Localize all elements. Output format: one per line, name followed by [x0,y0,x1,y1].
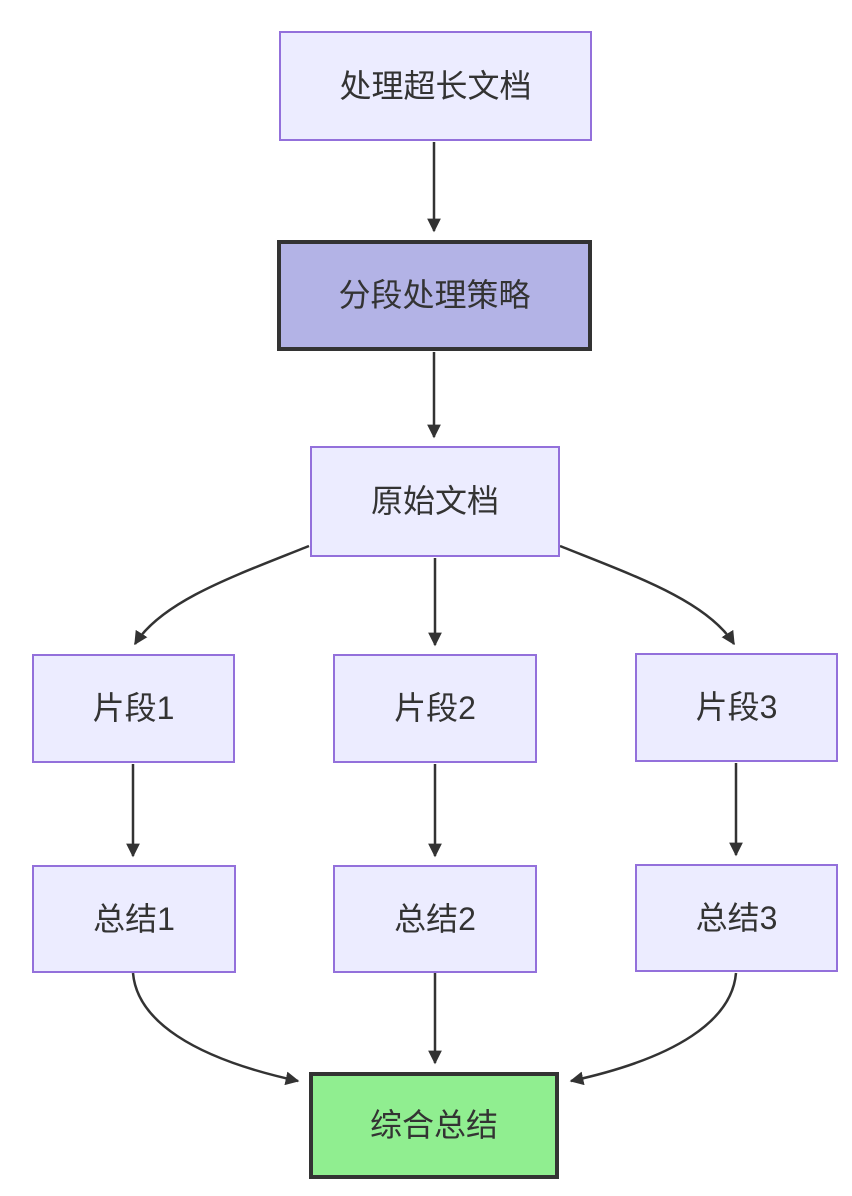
node-original-document: 原始文档 [310,446,560,557]
node-fragment-3: 片段3 [635,653,838,762]
edge-source-to-frag1 [133,544,310,646]
node-process-long-document: 处理超长文档 [279,31,592,141]
edge-sum3-to-final [569,972,738,1086]
node-combined-summary: 综合总结 [309,1072,559,1179]
edge-source-to-frag3 [559,544,736,646]
node-summary-1: 总结1 [32,865,236,973]
node-segmentation-strategy: 分段处理策略 [277,240,592,351]
node-fragment-1: 片段1 [32,654,235,763]
edge-sum1-to-final [131,972,300,1086]
node-summary-3: 总结3 [635,864,838,972]
node-fragment-2: 片段2 [333,654,537,763]
node-summary-2: 总结2 [333,865,537,973]
